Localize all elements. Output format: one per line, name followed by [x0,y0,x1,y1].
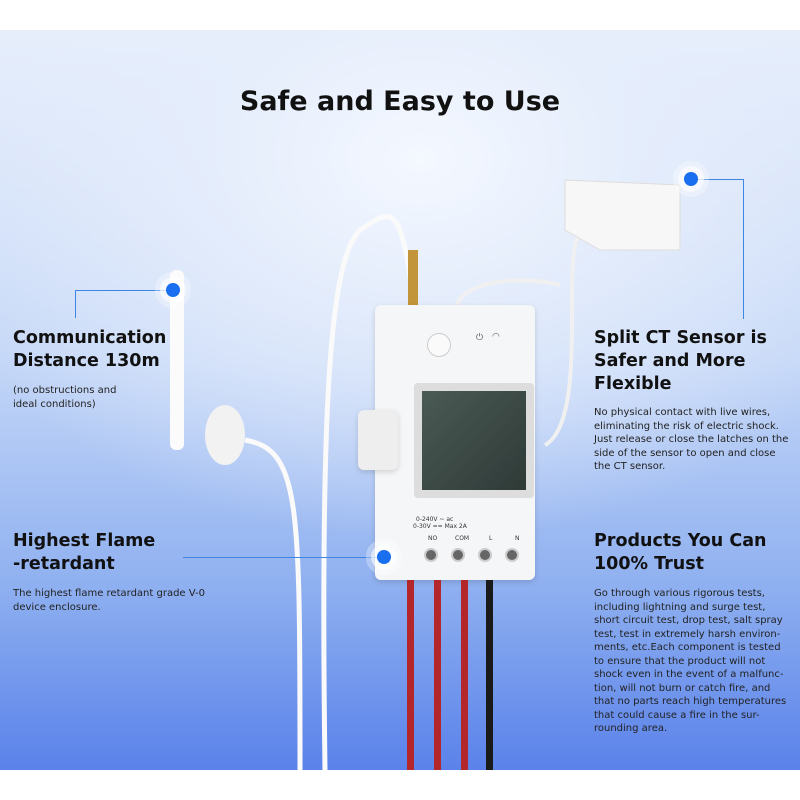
desc-line: Just release or close the latches on the [594,434,789,445]
desc-line: short circuit test, drop test, salt spra… [594,615,783,626]
desc-line: The highest flame retardant grade V-0 [13,588,205,599]
desc-line: tion, will not burn or catch fire, and [594,682,771,694]
antenna [170,270,184,450]
desc-line: test, test in extremely harsh environ- [594,628,781,640]
terminal-n [505,548,519,562]
heading-line: -retardant [13,554,115,574]
desc-line: shock even in the event of a malfunc- [594,669,784,680]
rating-dc: 0-30V == Max 2A [413,523,467,530]
flame-heading: Highest Flame -retardant [13,530,155,576]
desc-line: that could cause a fire in the sur- [594,709,760,721]
desc-line: eliminating the risk of electric shock. [594,420,779,432]
callout-dot-flame [377,550,391,564]
desc-line: Go through various rigorous tests, [594,588,765,599]
terminal-label-no: NO [428,535,438,542]
callout-line [75,290,76,318]
wire-red-2 [434,580,441,770]
callout-line [743,179,744,319]
wire-black [486,580,493,770]
antenna-cable [321,214,415,771]
antenna-cable-2 [244,437,303,771]
trust-heading: Products You Can 100% Trust [594,530,766,576]
page-title: Safe and Easy to Use [239,86,561,117]
callout-line [183,557,383,558]
display-frame [414,383,534,498]
terminal-label-n: N [515,535,520,542]
antenna-mount [205,405,245,465]
ct-cable-2 [543,233,582,447]
callout-line [697,179,744,180]
terminal-label-com: COM [455,535,470,542]
heading-line: Flexible [594,374,672,394]
din-clip [358,410,398,470]
heading-line: Highest Flame [13,531,156,551]
power-button[interactable] [427,333,451,357]
trust-desc: Go through various rigorous tests, inclu… [594,587,786,736]
heading-line: Products You Can [594,531,767,551]
terminal-com [451,548,465,562]
desc-line: ments, etc.Each component is tested [594,642,781,653]
desc-line: device enclosure. [13,601,101,613]
desc-line: (no obstructions and [13,385,117,396]
lcd-screen [422,391,526,490]
power-icon: ⏻ [476,333,484,343]
heading-line: Communication [13,328,167,348]
ct-sensor [564,179,681,251]
connector [408,250,418,305]
ct-desc: No physical contact with live wires, eli… [594,406,788,474]
wifi-icon: ◠ [492,332,500,342]
terminal-l [478,548,492,562]
callout-dot-communication [166,283,180,297]
desc-line: the CT sensor. [594,461,666,472]
terminal-no [424,548,438,562]
heading-line: 100% Trust [594,554,705,574]
heading-line: Distance 130m [13,351,160,371]
callout-dot-ct [684,172,698,186]
desc-line: No physical contact with live wires, [594,407,771,418]
desc-line: side of the sensor to open and close [594,447,776,459]
desc-line: ideal conditions) [13,398,96,410]
desc-line: that no parts reach high temperatures [594,696,787,707]
terminal-label-l: L [489,535,493,542]
wire-red-1 [407,580,414,770]
heading-line: Safer and More [594,351,746,371]
desc-line: rounding area. [594,723,668,734]
rating-ac: 0-240V ~ ac [416,516,454,523]
communication-desc: (no obstructions and ideal conditions) [13,384,116,411]
flame-desc: The highest flame retardant grade V-0 dev… [13,587,205,614]
callout-line [75,290,172,291]
wire-red-3 [461,580,468,770]
heading-line: Split CT Sensor is [594,328,767,348]
ct-cable [453,278,561,311]
desc-line: to ensure that the product will not [594,655,766,667]
desc-line: including lightning and surge test, [594,601,766,613]
